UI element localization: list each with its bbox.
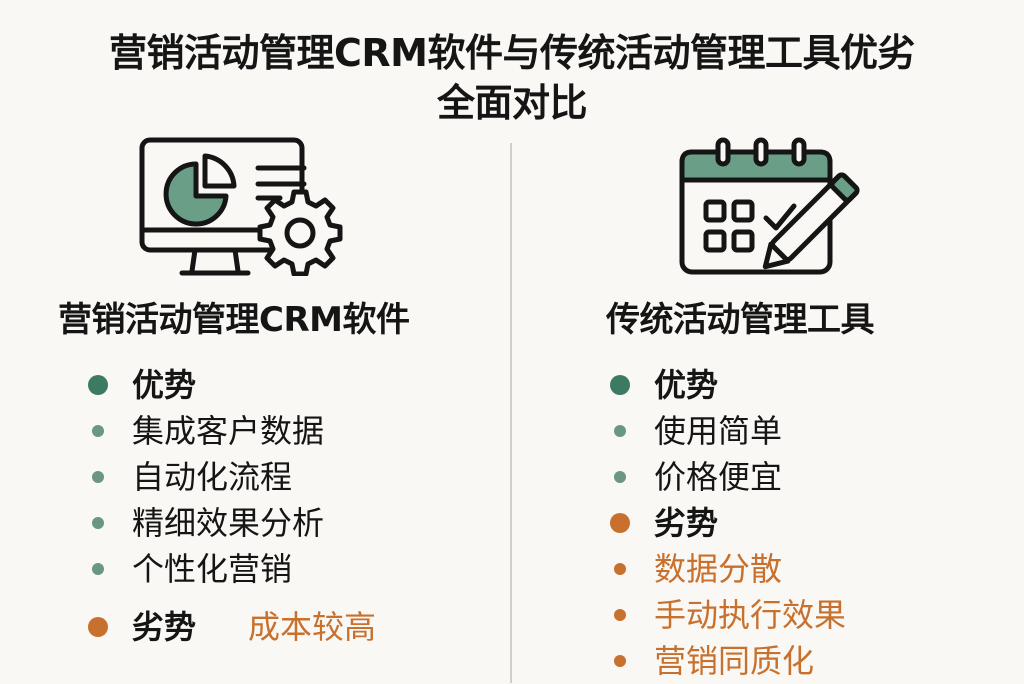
traditional-heading: 传统活动管理工具 bbox=[606, 300, 875, 340]
advantages-label: 优势 bbox=[654, 366, 719, 404]
item-text: 营销同质化 bbox=[654, 642, 815, 680]
bullet-icon bbox=[614, 655, 626, 667]
bullet-icon bbox=[92, 471, 104, 483]
bullet-icon bbox=[614, 425, 626, 437]
bullet-icon bbox=[92, 425, 104, 437]
item-text: 集成客户数据 bbox=[132, 412, 325, 450]
advantage-bullet-icon bbox=[88, 375, 108, 395]
title-line-1: 营销活动管理CRM软件与传统活动管理工具优劣 bbox=[109, 31, 915, 75]
column-divider bbox=[510, 143, 512, 683]
bullet-icon bbox=[614, 471, 626, 483]
item-text: 使用简单 bbox=[654, 412, 783, 450]
disadvantage-bullet-icon bbox=[88, 617, 108, 637]
bullet-icon bbox=[92, 517, 104, 529]
disadvantage-bullet-icon bbox=[610, 513, 630, 533]
crm-disadvantage-item: 成本较高 bbox=[248, 608, 377, 646]
title-line-2: 全面对比 bbox=[436, 81, 588, 125]
item-text: 个性化营销 bbox=[132, 550, 293, 588]
crm-heading: 营销活动管理CRM软件 bbox=[58, 300, 410, 340]
bullet-icon bbox=[92, 563, 104, 575]
page-title: 营销活动管理CRM软件与传统活动管理工具优劣 全面对比 bbox=[0, 28, 1024, 128]
item-text: 精细效果分析 bbox=[132, 504, 325, 542]
advantage-bullet-icon bbox=[610, 375, 630, 395]
advantages-label: 优势 bbox=[132, 366, 197, 404]
item-text: 价格便宜 bbox=[654, 458, 783, 496]
item-text: 自动化流程 bbox=[132, 458, 293, 496]
disadvantages-label: 劣势 bbox=[132, 608, 197, 646]
item-text: 数据分散 bbox=[654, 550, 783, 588]
monitor-pie-chart-gear-icon bbox=[138, 136, 343, 277]
disadvantages-label: 劣势 bbox=[654, 504, 719, 542]
bullet-icon bbox=[614, 563, 626, 575]
bullet-icon bbox=[614, 609, 626, 621]
calendar-checklist-pencil-icon bbox=[676, 134, 876, 276]
item-text: 手动执行效果 bbox=[654, 596, 847, 634]
